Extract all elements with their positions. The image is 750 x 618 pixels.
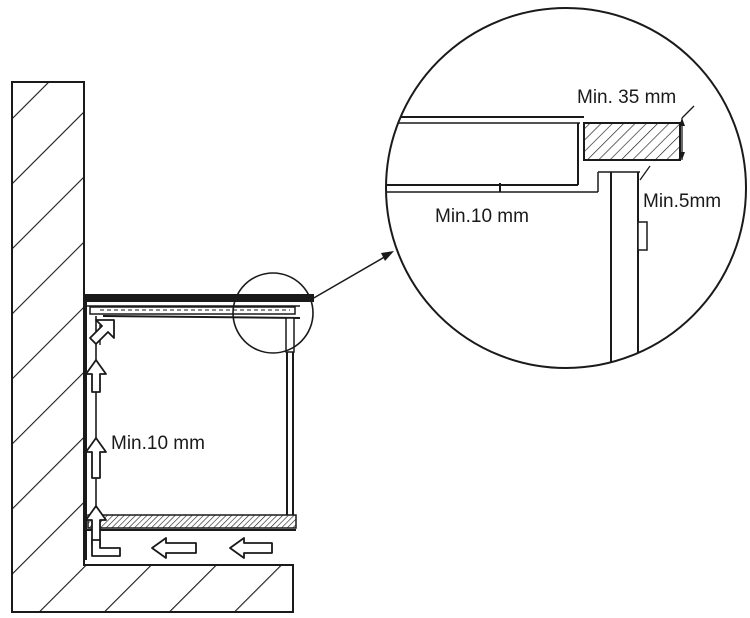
wall-section	[11, 81, 294, 613]
zoom-leader-arrow	[311, 251, 394, 300]
airflow-arrow-bend	[91, 539, 121, 557]
zoom-detail: Min. 35 mm Min.5mm Min.10 mm	[385, 7, 747, 369]
oven-cabinet	[85, 302, 297, 560]
airflow-arrows	[85, 319, 273, 559]
airflow-arrow-up-1	[85, 359, 107, 393]
airflow-arrow-diag	[89, 319, 115, 345]
worktop-section	[583, 122, 681, 161]
label-min-35mm: Min. 35 mm	[577, 87, 676, 108]
detail-circle	[232, 272, 314, 354]
worktop	[84, 294, 314, 319]
airflow-arrow-up-2	[85, 437, 107, 479]
airflow-arrow-left-2	[229, 537, 273, 559]
label-min-10mm-cabinet: Min.10 mm	[111, 433, 205, 454]
airflow-arrow-left-1	[151, 537, 197, 559]
label-min-5mm: Min.5mm	[643, 191, 721, 212]
label-min-10mm-zoom: Min.10 mm	[435, 206, 529, 227]
